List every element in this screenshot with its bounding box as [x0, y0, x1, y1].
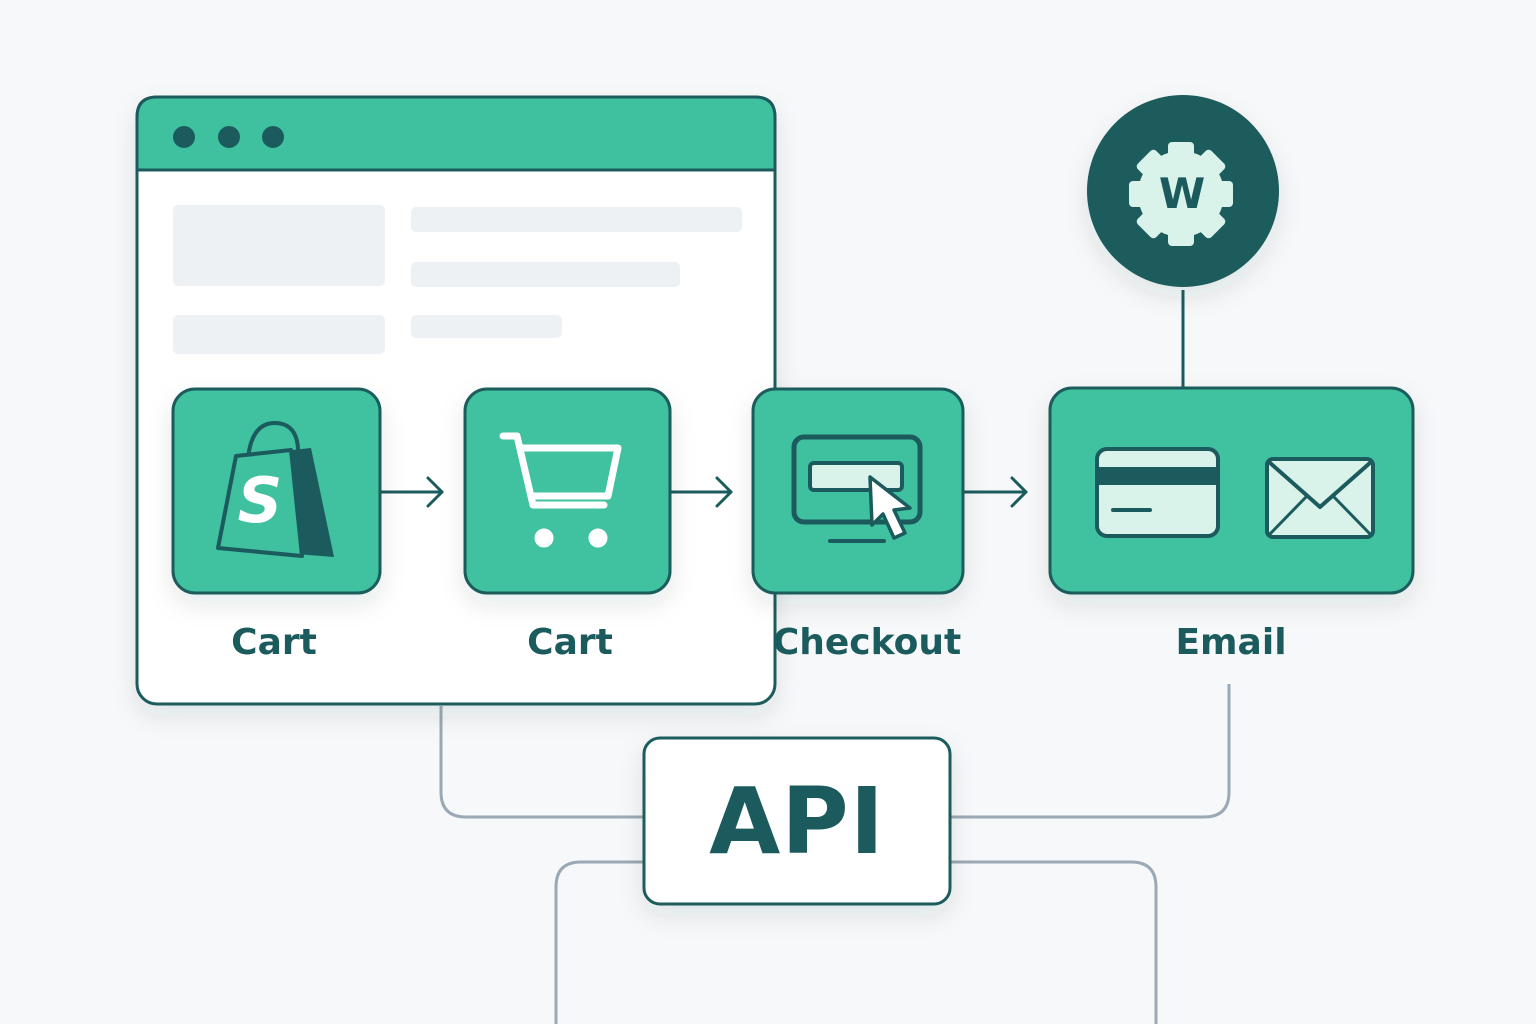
envelope-icon: [1265, 457, 1375, 539]
bag-letter: S: [237, 463, 283, 537]
placeholder-line: [411, 207, 742, 232]
step-label-cart: Cart: [527, 622, 613, 663]
arrow-icon: [961, 476, 1028, 508]
placeholder-image: [173, 205, 385, 286]
api-connectors: [439, 684, 1231, 1024]
placeholder-line: [411, 315, 562, 338]
window-dot-icon: [173, 126, 195, 148]
placeholder-line: [411, 262, 680, 287]
step-tile-cart: [463, 387, 672, 595]
placeholder-line: [173, 315, 385, 354]
connector-api-down-left: [554, 860, 644, 1024]
workflow-badge-letter: W: [1158, 168, 1206, 218]
step-label-shop: Cart: [231, 622, 317, 663]
checkout-screen-icon: [791, 434, 923, 543]
arrow-icon: [668, 476, 733, 508]
step-label-email: Email: [1175, 622, 1287, 663]
connector-email-to-api: [950, 684, 1231, 819]
gear-icon: [1129, 142, 1233, 246]
connector-browser-to-api: [439, 706, 644, 819]
step-label-checkout: Checkout: [772, 622, 962, 663]
flow-arrows: [378, 476, 1028, 508]
window-dot-icon: [218, 126, 240, 148]
shopping-bag-icon: [216, 420, 334, 558]
window-dot-icon: [262, 126, 284, 148]
browser-placeholder-content: [173, 205, 742, 354]
credit-card-icon: [1095, 447, 1220, 538]
api-label: API: [709, 767, 885, 875]
shopping-cart-icon: [499, 432, 622, 548]
arrow-icon: [378, 476, 444, 508]
step-tile-email: [1048, 386, 1415, 595]
connector-api-down-right: [950, 860, 1158, 1024]
api-box: [642, 736, 952, 906]
cursor-icon: [868, 475, 912, 540]
browser-titlebar: [135, 95, 777, 172]
